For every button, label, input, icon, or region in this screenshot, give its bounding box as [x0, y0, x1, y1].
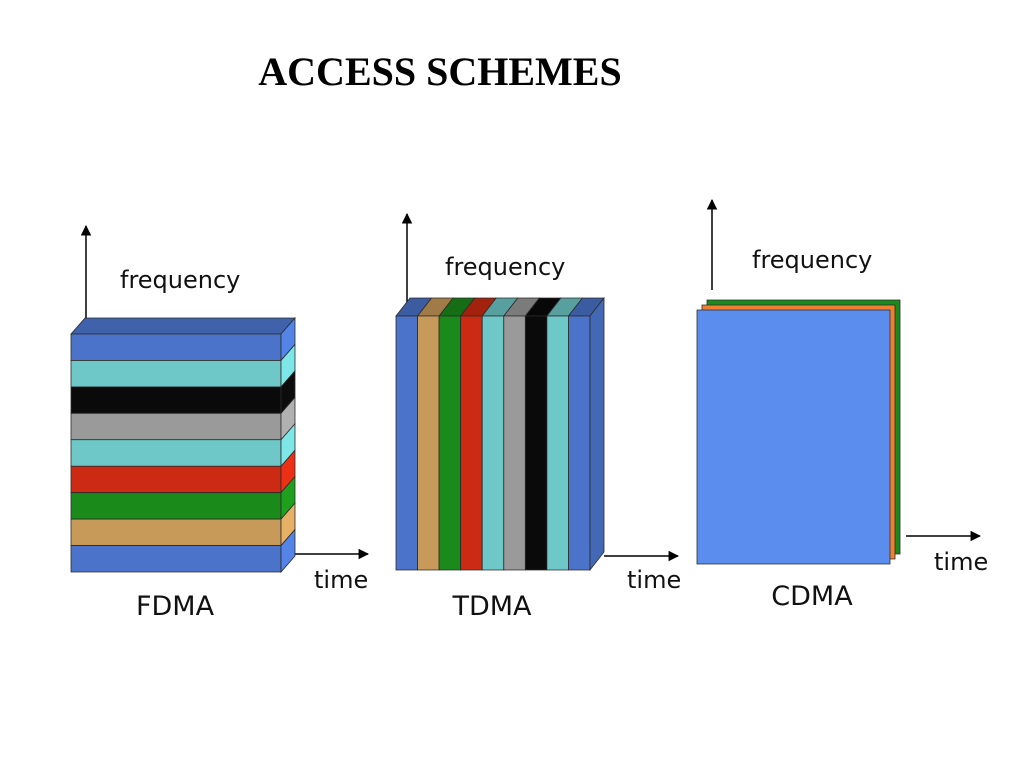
- tdma-slot-5: [481, 315, 505, 571]
- tdma-slot-1: [395, 315, 418, 571]
- tdma-time-label: time: [627, 566, 681, 594]
- tdma-block: [395, 296, 605, 572]
- fdma-panel: frequency time FDMA: [70, 224, 370, 622]
- fdma-label: FDMA: [136, 591, 215, 622]
- fdma-band-2: [70, 360, 282, 388]
- tdma-slot-2: [417, 315, 440, 571]
- tdma-panel: frequency time TDMA: [395, 212, 681, 622]
- fdma-band-3: [70, 386, 282, 414]
- fdma-band-7: [70, 492, 282, 520]
- cdma-panel: frequency time CDMA: [696, 198, 988, 612]
- tdma-slot-4: [460, 315, 483, 571]
- cdma-block: [696, 299, 901, 565]
- fdma-block: [70, 316, 296, 574]
- cdma-front-face: [696, 309, 891, 565]
- fdma-frequency-label: frequency: [120, 266, 240, 294]
- fdma-band-4: [70, 412, 282, 441]
- fdma-band-9-side: [280, 528, 296, 574]
- slide-title: ACCESS SCHEMES: [258, 49, 622, 94]
- fdma-band-1: [70, 333, 282, 361]
- tdma-slot-3: [438, 315, 462, 571]
- tdma-slot-9: [568, 315, 591, 571]
- fdma-band-8: [70, 518, 282, 546]
- fdma-band-5: [70, 439, 282, 467]
- tdma-slot-8: [546, 315, 569, 571]
- fdma-time-label: time: [314, 566, 368, 594]
- tdma-side-face: [589, 296, 605, 572]
- fdma-band-9: [70, 545, 282, 573]
- tdma-slot-7: [524, 315, 548, 571]
- fdma-top-face: [70, 317, 296, 335]
- cdma-frequency-label: frequency: [752, 246, 872, 274]
- cdma-time-label: time: [934, 548, 988, 576]
- tdma-frequency-label: frequency: [445, 253, 565, 281]
- tdma-label: TDMA: [451, 591, 532, 622]
- tdma-slot-6: [503, 315, 526, 571]
- fdma-band-6: [70, 465, 282, 494]
- cdma-label: CDMA: [771, 581, 853, 612]
